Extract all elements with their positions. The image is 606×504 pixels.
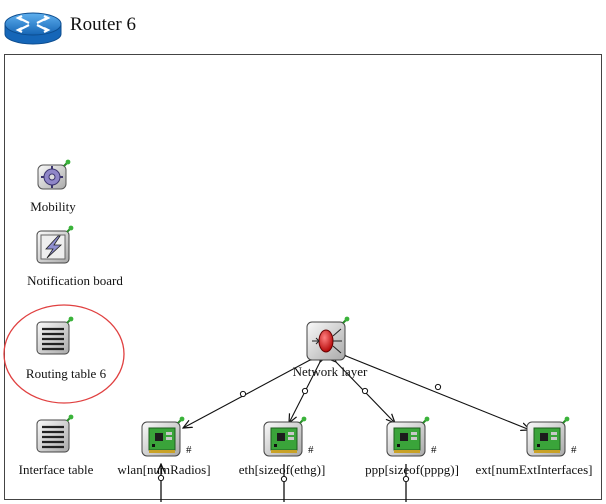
router-compound-module <box>4 54 602 500</box>
ppp-vector-marker: # <box>431 444 437 456</box>
network-layer-icon <box>306 316 350 361</box>
routing-table-highlight <box>3 304 125 404</box>
router-title: Router 6 <box>70 14 136 35</box>
connection-wlan <box>183 360 310 428</box>
wlan-nic-icon <box>141 416 185 457</box>
ext-label: ext[numExtInterfaces] <box>475 462 593 477</box>
wlan-label: wlan[numRadios] <box>117 462 211 477</box>
notification-board-icon <box>36 225 74 264</box>
eth-label: eth[sizeof(ethg)] <box>238 462 326 477</box>
notification-board-label: Notification board <box>27 273 123 288</box>
network-layer-label: Network layer <box>292 364 368 379</box>
connection-ext <box>346 356 530 430</box>
ext-vector-marker: # <box>571 444 577 456</box>
interface-table-icon <box>36 414 74 453</box>
eth-nic-icon <box>263 416 307 457</box>
mobility-icon <box>37 159 71 190</box>
ext-nic-icon <box>526 416 570 457</box>
interface-table-label: Interface table <box>18 462 94 477</box>
routing-table-label: Routing table 6 <box>25 366 107 381</box>
ppp-label: ppp[sizeof(pppg)] <box>365 462 459 477</box>
wlan-vector-marker: # <box>186 444 192 456</box>
eth-vector-marker: # <box>308 444 314 456</box>
ppp-nic-icon <box>386 416 430 457</box>
routing-table-icon <box>36 316 74 355</box>
mobility-label: Mobility <box>30 199 76 214</box>
